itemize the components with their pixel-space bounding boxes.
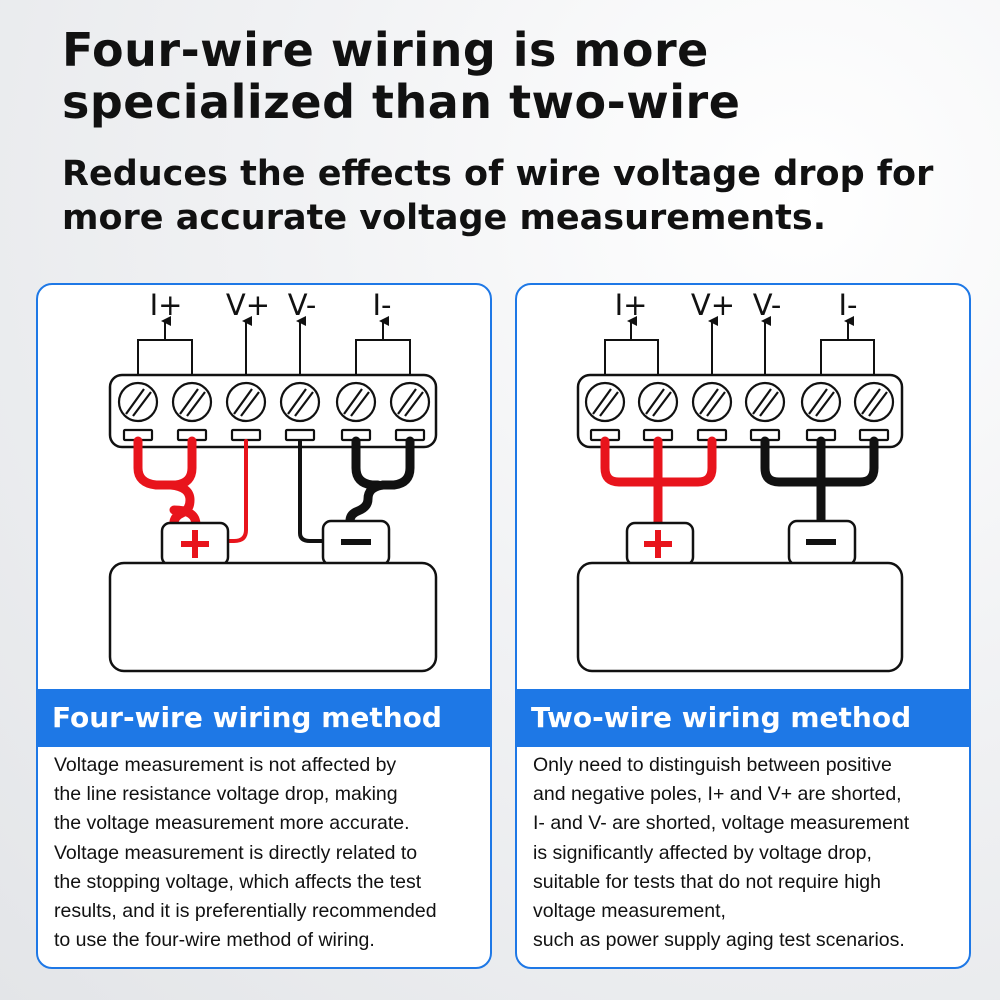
label-i-minus: I- (838, 288, 857, 322)
description-line: the stopping voltage, which affects the … (54, 870, 422, 893)
terminal-block (576, 373, 904, 449)
label-v-plus: V+ (226, 288, 270, 322)
description-line: the voltage measurement more accurate. (54, 812, 410, 835)
positive-wires (600, 436, 717, 530)
plus-icon (644, 530, 672, 558)
screw-icon (584, 381, 895, 442)
connection-lines (604, 316, 875, 375)
description-line: and negative poles, I+ and V+ are shorte… (533, 783, 902, 806)
four-wire-description: Voltage measurement is not affected by t… (54, 751, 484, 955)
two-wire-panel: I+ V+ V- I- (515, 283, 971, 969)
four-wire-diagram: I+ V+ V- I- (108, 288, 438, 673)
description-line: voltage measurement, (533, 900, 726, 923)
label-v-minus: V- (753, 288, 782, 322)
subheadline: Reduces the effects of wire voltage drop… (62, 154, 934, 238)
headline: Four-wire wiring is more specialized tha… (62, 23, 741, 129)
description-line: results, and it is preferentially recomm… (54, 900, 437, 923)
four-wire-method-title: Four-wire wiring method (38, 689, 490, 747)
description-line: Voltage measurement is directly related … (54, 841, 418, 864)
description-line: Voltage measurement is not affected by (54, 754, 397, 776)
description-line: Only need to distinguish between positiv… (533, 754, 892, 776)
description-line: to use the four-wire method of wiring. (54, 929, 375, 952)
minus-icon (341, 539, 371, 545)
two-wire-diagram: I+ V+ V- I- (576, 288, 904, 673)
label-i-minus: I- (372, 288, 391, 322)
connection-lines (137, 316, 411, 375)
minus-icon (806, 539, 836, 545)
terminal-block (108, 373, 438, 449)
two-wire-description: Only need to distinguish between positiv… (533, 751, 963, 955)
description-line: the line resistance voltage drop, making (54, 783, 398, 806)
battery-body (576, 561, 904, 673)
four-wire-panel: I+ V+ V- I- (36, 283, 492, 969)
label-v-plus: V+ (691, 288, 735, 322)
description-line: suitable for tests that do not require h… (533, 870, 881, 893)
plus-icon (181, 530, 209, 558)
description-line: I- and V- are shorted, voltage measureme… (533, 812, 910, 835)
two-wire-method-title: Two-wire wiring method (517, 689, 969, 747)
label-v-minus: V- (288, 288, 317, 322)
negative-wires (760, 436, 879, 526)
description-line: is significantly affected by voltage dro… (533, 841, 872, 864)
label-i-plus: I+ (615, 288, 648, 322)
negative-wires (298, 436, 415, 543)
screw-icon (117, 381, 431, 442)
battery-body (108, 561, 438, 673)
label-i-plus: I+ (150, 288, 183, 322)
description-line: such as power supply aging test scenario… (533, 929, 905, 952)
